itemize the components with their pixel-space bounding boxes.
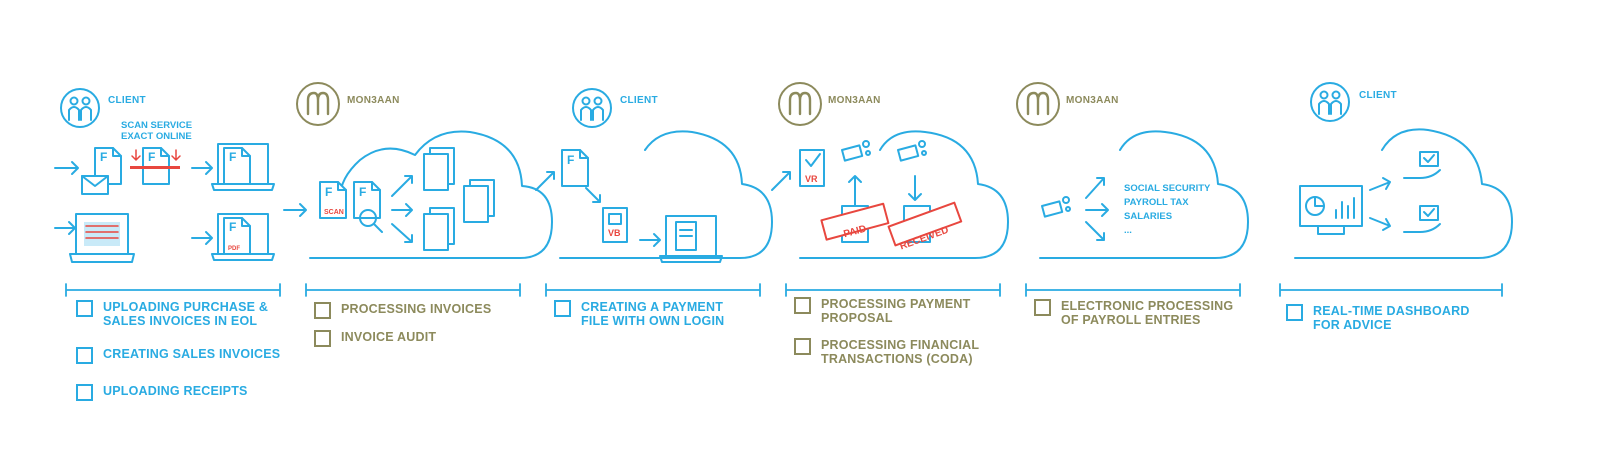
task-checkbox[interactable] — [76, 300, 93, 317]
task-checkbox[interactable] — [76, 384, 93, 401]
camera-icon — [897, 140, 927, 162]
client-people-icon — [1310, 82, 1350, 122]
cloud-icon — [1039, 130, 1249, 259]
note-item: PAYROLL TAX — [1124, 197, 1189, 208]
task-checkbox[interactable] — [314, 330, 331, 347]
actor-label: CLIENT — [108, 95, 146, 106]
task-item: UPLOADING RECEIPTS — [76, 384, 248, 401]
arrow-icon — [639, 233, 661, 247]
mon3aan-logo-icon — [295, 81, 341, 127]
cloud-icon — [799, 130, 1009, 259]
arrow-icon — [283, 203, 307, 217]
task-item: UPLOADING PURCHASE & SALES INVOICES IN E… — [76, 300, 268, 328]
laptop-screen-icon — [69, 213, 135, 263]
actor-label: CLIENT — [620, 95, 658, 106]
arrow-icon — [191, 231, 213, 245]
client-people-icon — [60, 88, 100, 128]
scan-line — [130, 166, 180, 169]
task-checkbox[interactable] — [76, 347, 93, 364]
task-checkbox[interactable] — [1034, 299, 1051, 316]
task-item: INVOICE AUDIT — [314, 330, 436, 347]
note-item: SALARIES — [1124, 211, 1173, 222]
task-checkbox[interactable] — [794, 338, 811, 355]
envelope-icon — [81, 175, 109, 195]
vr-mark: VR — [805, 174, 818, 184]
task-item: ELECTRONIC PROCESSING OF PAYROLL ENTRIES — [1034, 299, 1233, 327]
stamp-paid — [820, 202, 890, 241]
camera-icon — [841, 140, 871, 162]
cloud-icon — [559, 130, 773, 259]
note-scan-service: SCAN SERVICE — [121, 120, 193, 131]
task-checkbox[interactable] — [794, 297, 811, 314]
arrow-icon — [1085, 177, 1109, 241]
arrow-icon — [391, 175, 413, 243]
arrow-icon — [191, 161, 213, 175]
stage-brackets — [65, 283, 1503, 297]
file-letter: F — [359, 185, 366, 199]
note-exact-online: EXACT ONLINE — [121, 131, 192, 142]
pdf-mark: PDF — [228, 246, 240, 252]
document-icon — [561, 149, 589, 187]
cloud-icon — [1294, 128, 1513, 259]
payment-file-icon — [675, 221, 697, 251]
arrow-icon — [54, 221, 76, 235]
magnifier-icon — [359, 209, 383, 233]
arrow-icon — [585, 187, 601, 203]
hand-check-icon — [1403, 151, 1441, 179]
actor-label: MON3AAN — [347, 95, 400, 106]
note-item: ... — [1124, 225, 1132, 236]
file-letter: F — [229, 150, 236, 164]
cloud-icon — [309, 130, 553, 259]
mon3aan-logo-icon — [1015, 81, 1061, 127]
hand-check-icon — [1403, 205, 1441, 233]
client-people-icon — [572, 88, 612, 128]
task-checkbox[interactable] — [554, 300, 571, 317]
task-item: PROCESSING PAYMENT PROPOSAL — [794, 297, 970, 325]
note-item: SOCIAL SECURITY — [1124, 183, 1211, 194]
document-stack-icon — [463, 179, 495, 223]
document-icon — [602, 207, 628, 243]
file-letter: F — [229, 220, 236, 234]
actor-label: MON3AAN — [828, 95, 881, 106]
scan-mark: SCAN — [324, 209, 344, 216]
arrow-icon — [771, 171, 791, 191]
scan-arrow-icon — [131, 149, 181, 161]
document-stack-icon — [423, 207, 455, 251]
task-item: CREATING SALES INVOICES — [76, 347, 280, 364]
vb-mark: VB — [608, 228, 621, 238]
arrow-icon — [54, 161, 79, 175]
file-letter: F — [100, 150, 107, 164]
document-icon — [223, 147, 251, 185]
arrow-icon — [908, 175, 922, 201]
actor-label: CLIENT — [1359, 90, 1397, 101]
camera-icon — [1041, 196, 1071, 218]
task-item: PROCESSING FINANCIAL TRANSACTIONS (CODA) — [794, 338, 979, 366]
arrow-icon — [1369, 177, 1391, 191]
arrow-icon — [535, 171, 555, 191]
file-letter: F — [148, 150, 155, 164]
actor-label: MON3AAN — [1066, 95, 1119, 106]
arrow-icon — [848, 175, 862, 207]
task-checkbox[interactable] — [1286, 304, 1303, 321]
mon3aan-logo-icon — [777, 81, 823, 127]
stamp-received — [887, 201, 963, 247]
file-letter: F — [567, 153, 574, 167]
document-icon — [799, 149, 825, 187]
task-checkbox[interactable] — [314, 302, 331, 319]
dashboard-icon — [1299, 185, 1363, 235]
document-stack-icon — [423, 147, 455, 191]
arrow-icon — [1369, 217, 1391, 231]
task-item: REAL-TIME DASHBOARD FOR ADVICE — [1286, 304, 1470, 332]
task-item: PROCESSING INVOICES — [314, 302, 491, 319]
document-icon — [353, 181, 381, 219]
file-letter: F — [325, 185, 332, 199]
task-item: CREATING A PAYMENT FILE WITH OWN LOGIN — [554, 300, 724, 328]
